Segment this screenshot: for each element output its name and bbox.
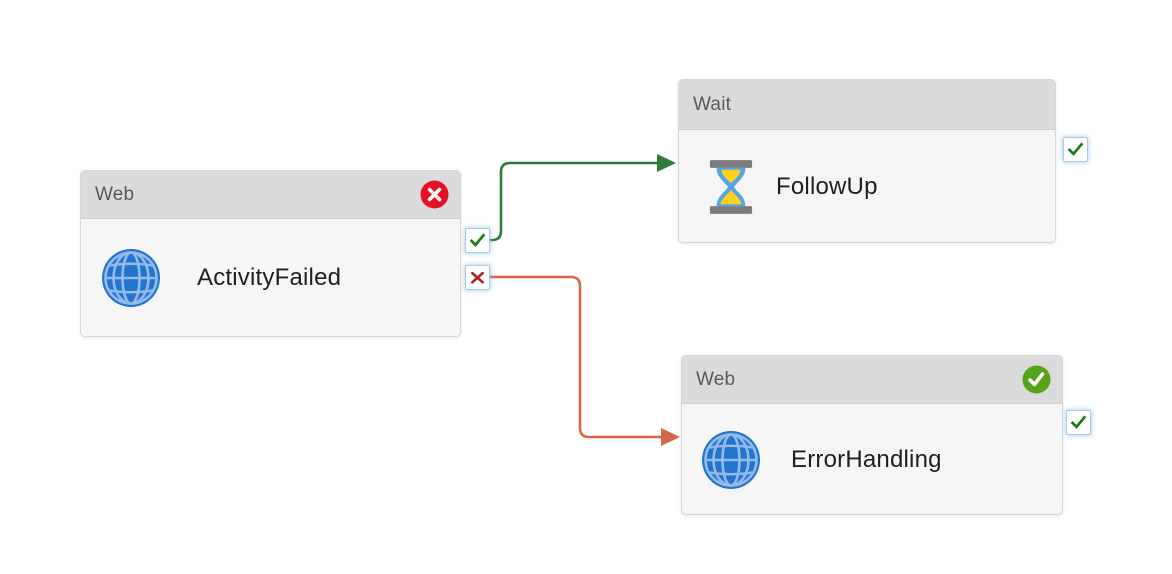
activity-name: ErrorHandling — [791, 445, 942, 473]
web-globe-icon — [102, 249, 160, 307]
activity-name: ActivityFailed — [197, 264, 342, 291]
failure-arrowhead — [661, 428, 680, 446]
wait-hourglass-icon — [709, 159, 753, 214]
red-x-icon — [471, 271, 484, 284]
success-output-port[interactable] — [1063, 137, 1088, 162]
node-header: Wait — [679, 80, 1055, 130]
green-check-badge-icon — [1022, 365, 1051, 394]
activity-node-activityfailed[interactable]: Web ActivityFailed — [80, 170, 461, 337]
activity-node-followup[interactable]: Wait FollowUp — [678, 79, 1056, 243]
node-header: Web — [682, 356, 1062, 404]
failure-edge[interactable] — [489, 275, 661, 439]
success-output-port[interactable] — [1066, 410, 1091, 435]
failure-output-port[interactable] — [465, 265, 490, 290]
success-arrowhead — [657, 154, 676, 172]
green-check-icon — [469, 233, 486, 247]
red-x-badge-icon — [420, 180, 449, 209]
node-body: FollowUp — [679, 130, 1055, 242]
green-check-icon — [1067, 142, 1084, 156]
activity-type-label: Web — [696, 368, 736, 390]
node-body: ActivityFailed — [81, 219, 460, 336]
web-globe-icon — [702, 430, 760, 489]
success-edge[interactable] — [489, 161, 657, 242]
success-output-port[interactable] — [465, 228, 490, 253]
node-body: ErrorHandling — [682, 404, 1062, 514]
node-header: Web — [81, 171, 460, 219]
activity-name: FollowUp — [776, 172, 878, 200]
activity-type-label: Web — [95, 183, 135, 205]
activity-type-label: Wait — [693, 93, 732, 115]
green-check-icon — [1070, 415, 1087, 429]
activity-node-errorhandling[interactable]: Web ErrorHandling — [681, 355, 1063, 515]
